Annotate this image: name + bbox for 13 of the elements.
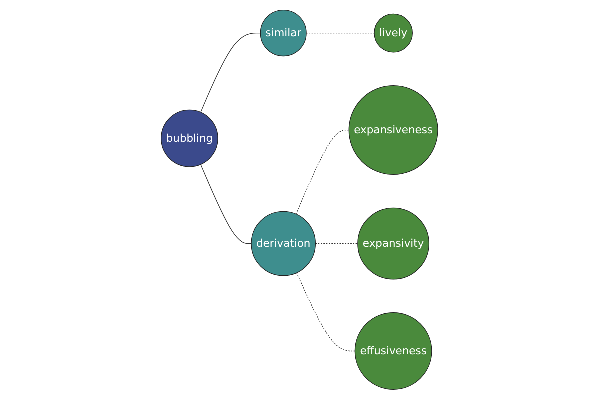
node-circle: expansiveness — [349, 86, 439, 176]
node-circle: effusiveness — [355, 312, 433, 390]
connector — [316, 243, 359, 244]
connector — [200, 32, 262, 113]
node-circle: similar — [260, 10, 308, 57]
node-circle: expansivity — [358, 208, 430, 280]
connector — [296, 130, 350, 215]
connector — [306, 32, 376, 34]
node-circle: bubbling — [161, 110, 219, 168]
node-circle: derivation — [252, 211, 316, 276]
connector — [200, 164, 252, 244]
connector — [296, 272, 356, 352]
node-circle: lively — [374, 14, 414, 53]
